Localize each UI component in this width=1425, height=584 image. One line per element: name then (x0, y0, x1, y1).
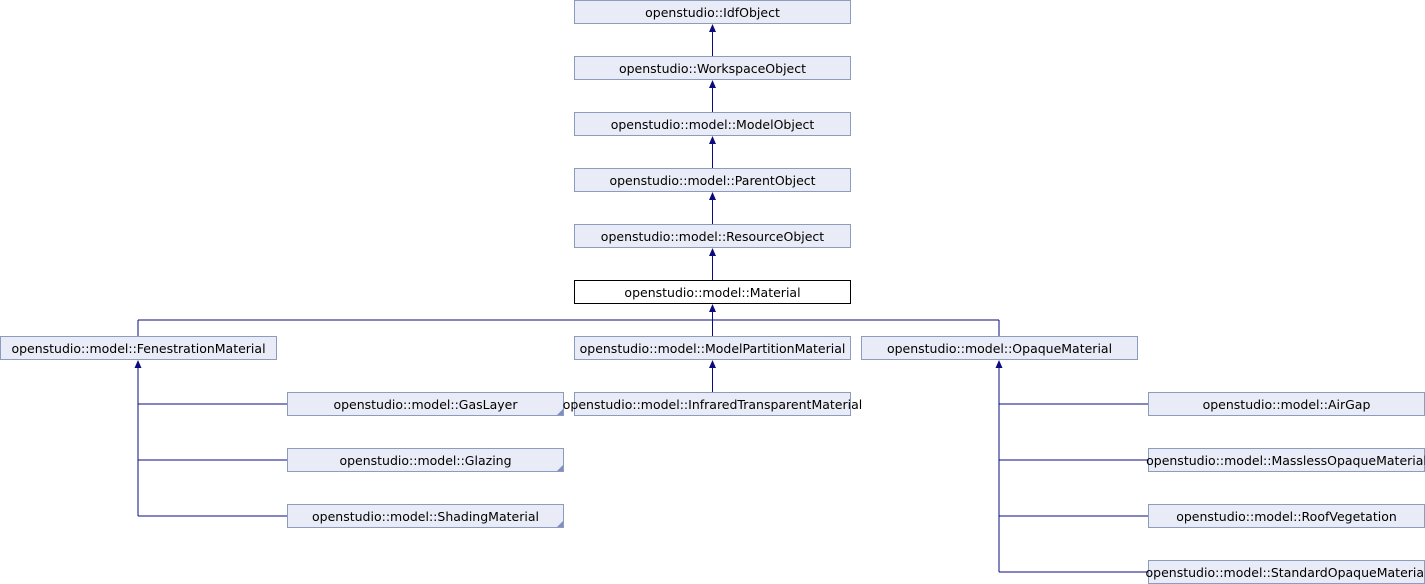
class-node-glazing[interactable]: openstudio::model::Glazing (287, 448, 564, 472)
class-label: openstudio::model::MasslessOpaqueMateria… (1146, 452, 1425, 468)
inheritance-arrowhead-icon (709, 360, 716, 368)
inheritance-arrowhead-icon (709, 136, 716, 144)
class-node-infrared-transparent-material[interactable]: openstudio::model::InfraredTransparentMa… (563, 392, 862, 416)
class-label: openstudio::model::InfraredTransparentMa… (562, 396, 863, 412)
class-node-parent-object[interactable]: openstudio::model::ParentObject (574, 168, 851, 192)
class-label: openstudio::model::RoofVegetation (1176, 508, 1397, 524)
class-node-model-partition-material[interactable]: openstudio::model::ModelPartitionMateria… (574, 336, 851, 360)
class-node-model-object[interactable]: openstudio::model::ModelObject (574, 112, 851, 136)
inheritance-arrowhead-icon (709, 24, 716, 32)
inheritance-arrowhead-icon (709, 192, 716, 200)
inheritance-arrowhead-icon (709, 248, 716, 256)
inheritance-arrowhead-icon (709, 304, 716, 312)
class-node-massless-opaque-material[interactable]: openstudio::model::MasslessOpaqueMateria… (1146, 448, 1425, 472)
class-label: openstudio::WorkspaceObject (618, 60, 807, 76)
class-node-idf-object[interactable]: openstudio::IdfObject (574, 0, 851, 24)
truncated-children-marker-icon (557, 465, 563, 471)
class-node-standard-opaque-material[interactable]: openstudio::model::StandardOpaqueMateria… (1145, 560, 1425, 584)
inheritance-arrowhead-icon (709, 80, 716, 88)
class-label: openstudio::model::OpaqueMaterial (886, 340, 1113, 356)
class-label: openstudio::model::AirGap (1202, 396, 1371, 412)
truncated-children-marker-icon (557, 409, 563, 415)
class-node-gas-layer[interactable]: openstudio::model::GasLayer (287, 392, 564, 416)
class-label: openstudio::model::FenestrationMaterial (11, 340, 266, 356)
inheritance-arrowhead-icon (134, 360, 142, 368)
class-label: openstudio::model::ShadingMaterial (312, 508, 539, 524)
class-label: openstudio::model::ResourceObject (600, 228, 825, 244)
class-node-material-current: openstudio::model::Material (574, 280, 851, 304)
inheritance-arrowhead-icon (995, 360, 1003, 368)
class-node-air-gap[interactable]: openstudio::model::AirGap (1148, 392, 1425, 416)
class-node-workspace-object[interactable]: openstudio::WorkspaceObject (574, 56, 851, 80)
class-label: openstudio::model::ModelPartitionMateria… (579, 340, 846, 356)
class-node-roof-vegetation[interactable]: openstudio::model::RoofVegetation (1148, 504, 1425, 528)
class-label: openstudio::model::GasLayer (333, 396, 518, 412)
class-label: openstudio::model::Glazing (339, 452, 512, 468)
class-label: openstudio::model::StandardOpaqueMateria… (1145, 564, 1425, 580)
class-node-shading-material[interactable]: openstudio::model::ShadingMaterial (287, 504, 564, 528)
truncated-children-marker-icon (557, 521, 563, 527)
class-label: openstudio::model::ParentObject (609, 172, 816, 188)
class-node-opaque-material[interactable]: openstudio::model::OpaqueMaterial (861, 336, 1138, 360)
class-label: openstudio::model::ModelObject (610, 116, 815, 132)
class-label: openstudio::model::Material (624, 284, 801, 300)
class-label: openstudio::IdfObject (645, 4, 780, 20)
class-node-resource-object[interactable]: openstudio::model::ResourceObject (574, 224, 851, 248)
class-node-fenestration-material[interactable]: openstudio::model::FenestrationMaterial (0, 336, 277, 360)
